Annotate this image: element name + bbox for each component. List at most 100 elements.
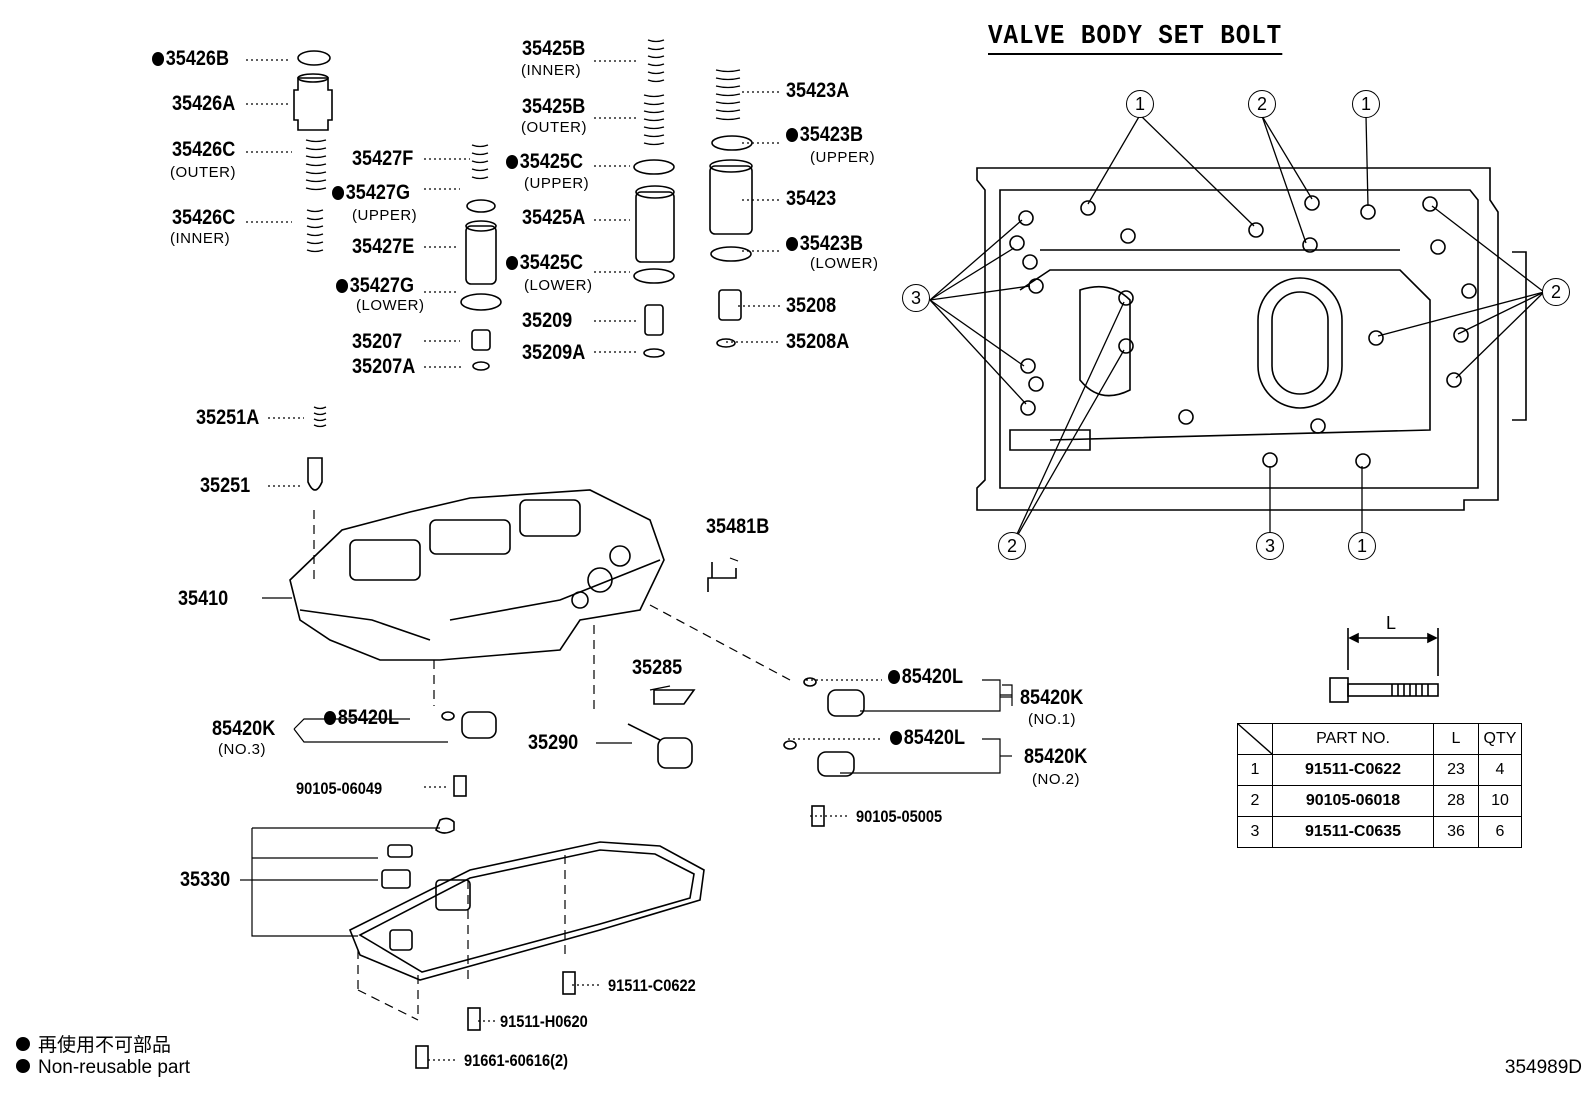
part-sublabel: (LOWER)	[356, 297, 425, 314]
part-sublabel: (LOWER)	[524, 277, 593, 294]
table-cell: 28	[1433, 785, 1479, 817]
part-label[interactable]: 85420L	[888, 666, 963, 687]
table-cell: 4	[1478, 754, 1522, 786]
plate-bolt-holes	[1009, 195, 1477, 469]
part-label[interactable]: 35425A	[522, 206, 586, 229]
part-label[interactable]: 35426C	[172, 206, 236, 229]
bolt-length-illustration	[1329, 628, 1439, 703]
part-label[interactable]: 35427G	[332, 182, 410, 203]
part-label[interactable]: 85420K	[212, 717, 276, 740]
part-label[interactable]: 35426A	[172, 92, 236, 115]
part-label[interactable]: 35425C	[506, 151, 583, 172]
leader-lines	[246, 59, 882, 1061]
table-header: PART NO.	[1272, 723, 1434, 755]
part-label[interactable]: 35285	[632, 656, 683, 679]
part-label[interactable]: 35209A	[522, 341, 586, 364]
part-label[interactable]: 35208	[786, 294, 837, 317]
part-sublabel: (NO.1)	[1028, 711, 1076, 728]
part-sublabel: (UPPER)	[352, 207, 418, 224]
solenoids	[441, 562, 865, 777]
table-cell: 3	[1237, 816, 1273, 848]
table-row: 1 91511-C0622 23 4	[1237, 754, 1522, 786]
table-cell[interactable]: 91511-C0635	[1272, 816, 1434, 848]
part-label[interactable]: 35425B	[522, 95, 586, 118]
part-label[interactable]: 91511-H0620	[500, 1012, 588, 1031]
part-label[interactable]: 35207A	[352, 355, 416, 378]
callout-3: 3	[1256, 532, 1284, 560]
part-sublabel: (OUTER)	[521, 119, 587, 136]
part-label[interactable]: 85420L	[890, 727, 965, 748]
bolt-spec-table: PART NO. L QTY 1 91511-C0622 23 4 2 9010…	[1237, 723, 1522, 848]
callout-leaders	[929, 114, 1545, 546]
part-label[interactable]: 35481B	[706, 515, 770, 538]
solid-leaders	[240, 557, 1013, 937]
table-cell: 6	[1478, 816, 1522, 848]
callout-2: 2	[1542, 278, 1570, 306]
callout-1: 1	[1352, 90, 1380, 118]
table-header-row: PART NO. L QTY	[1237, 723, 1522, 755]
part-label[interactable]: 35425B	[522, 37, 586, 60]
part-label[interactable]: 35427E	[352, 235, 415, 258]
part-sublabel: (UPPER)	[524, 175, 590, 192]
legend-jp: 再使用不可部品	[16, 1030, 171, 1057]
part-label[interactable]: 35425C	[506, 252, 583, 273]
legend-en: Non-reusable part	[16, 1057, 190, 1079]
part-label[interactable]: 35330	[180, 868, 231, 891]
part-label[interactable]: 91511-C0622	[608, 976, 696, 995]
table-cell: 10	[1478, 785, 1522, 817]
length-dimension-label: L	[1386, 613, 1397, 633]
part-label[interactable]: 35427G	[336, 275, 414, 296]
part-label[interactable]: 35410	[178, 587, 229, 610]
table-header: QTY	[1478, 723, 1522, 755]
legend-text: Non-reusable part	[38, 1057, 191, 1078]
legend-text: 再使用不可部品	[38, 1035, 172, 1056]
part-label[interactable]: 35209	[522, 309, 573, 332]
corner-diagonal	[1238, 724, 1272, 754]
bullet-icon	[16, 1059, 30, 1073]
callout-2: 2	[998, 532, 1026, 560]
part-label[interactable]: 35423B	[786, 124, 863, 145]
part-label[interactable]: 35423	[786, 187, 837, 210]
part-label[interactable]: 90105-05005	[856, 807, 943, 826]
part-label[interactable]: 85420K	[1020, 686, 1084, 709]
part-label[interactable]: 90105-06049	[296, 779, 383, 798]
table-cell[interactable]: 91511-C0622	[1272, 754, 1434, 786]
table-cell: 1	[1237, 754, 1273, 786]
part-label[interactable]: 85420L	[324, 707, 399, 728]
bolts	[415, 775, 825, 1069]
part-sublabel: (NO.3)	[218, 741, 266, 758]
part-label[interactable]: 35251A	[196, 406, 260, 429]
valve-body-plate	[976, 167, 1527, 511]
assembly-lines	[313, 510, 791, 1021]
part-label[interactable]: 35426B	[152, 48, 229, 69]
drawing-number: 354989D	[1504, 1057, 1582, 1078]
part-sublabel: (OUTER)	[170, 164, 236, 181]
part-sublabel: (UPPER)	[810, 149, 876, 166]
part-label[interactable]: 85420K	[1024, 745, 1088, 768]
table-cell: 23	[1433, 754, 1479, 786]
bullet-icon	[16, 1037, 30, 1051]
oil-strainer	[348, 817, 705, 981]
part-label[interactable]: 35207	[352, 330, 403, 353]
table-row: 3 91511-C0635 36 6	[1237, 816, 1522, 848]
part-label[interactable]: 35426C	[172, 138, 236, 161]
part-label[interactable]: 35423B	[786, 233, 863, 254]
callout-1: 1	[1126, 90, 1154, 118]
table-header-corner	[1237, 723, 1273, 755]
part-label[interactable]: 35290	[528, 731, 579, 754]
callout-1: 1	[1348, 532, 1376, 560]
part-sublabel: (LOWER)	[810, 255, 879, 272]
part-sublabel: (INNER)	[521, 62, 582, 79]
valve-body-title: VALVE BODY SET BOLT	[988, 22, 1283, 55]
part-label[interactable]: 91661-60616(2)	[464, 1051, 569, 1070]
table-cell: 36	[1433, 816, 1479, 848]
table-cell[interactable]: 90105-06018	[1272, 785, 1434, 817]
part-label[interactable]: 35427F	[352, 147, 414, 170]
part-label[interactable]: 35208A	[786, 330, 850, 353]
valve-body-assembly	[289, 489, 665, 661]
part-label[interactable]: 35423A	[786, 79, 850, 102]
part-label[interactable]: 35251	[200, 474, 251, 497]
table-row: 2 90105-06018 28 10	[1237, 785, 1522, 817]
